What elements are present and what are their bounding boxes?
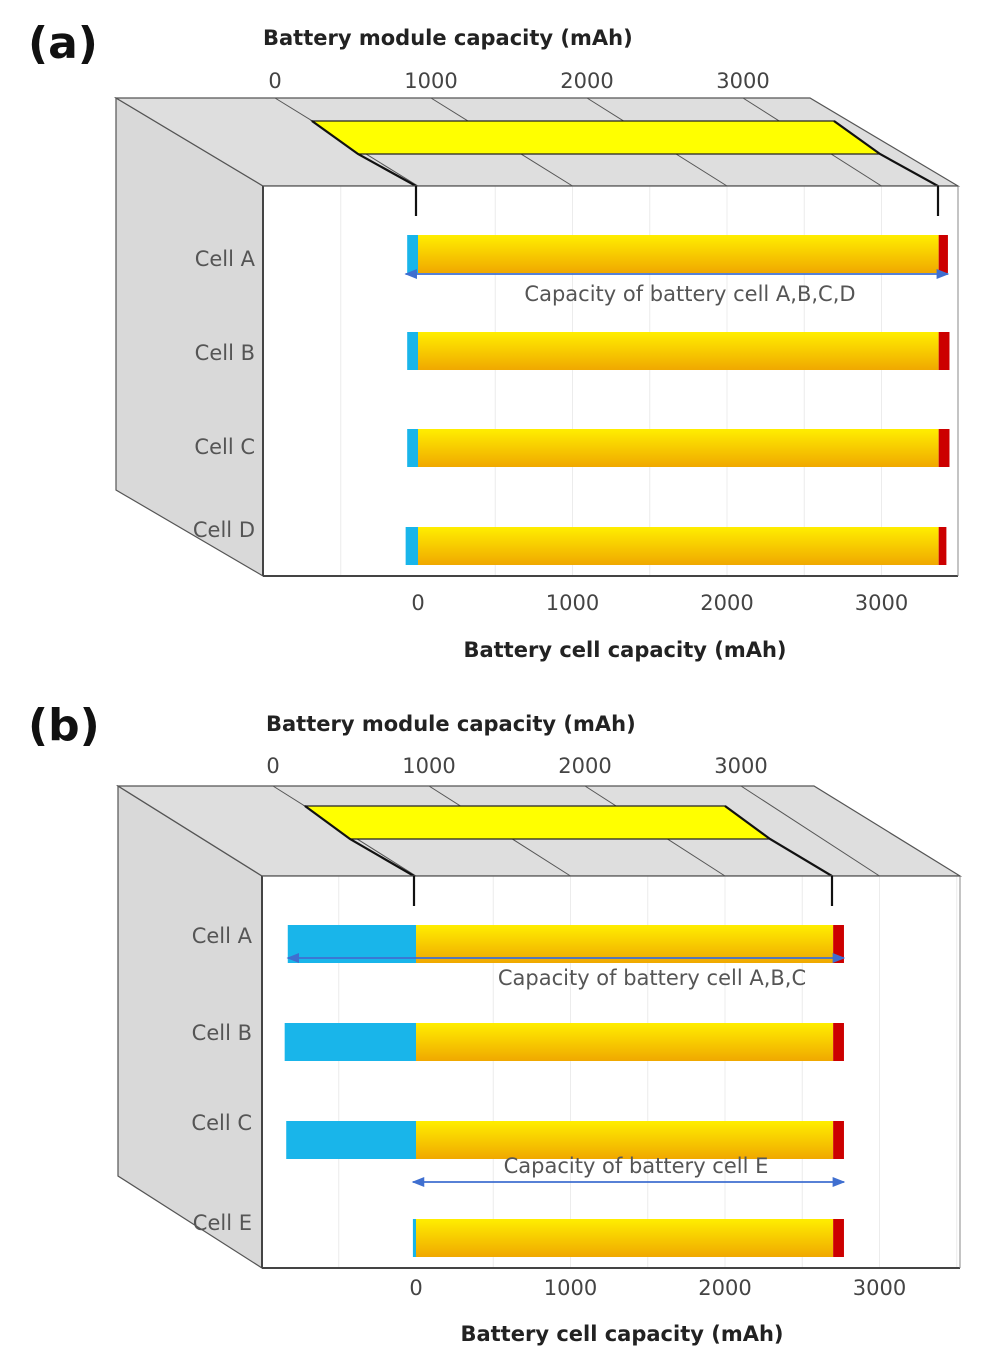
end-bar-segment xyxy=(938,429,950,467)
x-tick-label: 0 xyxy=(411,591,424,615)
usable-capacity-bar xyxy=(416,1219,834,1257)
panel-label: (b) xyxy=(28,700,100,751)
roof-gridline xyxy=(740,785,880,877)
usable-capacity-bar xyxy=(416,1023,834,1061)
capacity-annotation: Capacity of battery cell A,B,C,D xyxy=(524,282,855,306)
top-axis-title: Battery module capacity (mAh) xyxy=(266,712,636,736)
cell-label: Cell A xyxy=(195,247,256,271)
cell-label: Cell B xyxy=(195,341,255,365)
panel-label: (a) xyxy=(28,18,98,69)
x-axis-title: Battery cell capacity (mAh) xyxy=(460,1322,783,1346)
top-tick-label: 2000 xyxy=(558,754,611,778)
offset-bar-segment xyxy=(405,527,418,565)
x-tick-label: 0 xyxy=(409,1276,422,1300)
usable-capacity-bar xyxy=(416,1121,834,1159)
x-tick-label: 3000 xyxy=(853,1276,906,1300)
top-tick-label: 2000 xyxy=(560,69,613,93)
module-capacity-band xyxy=(310,120,882,155)
offset-bar-segment xyxy=(407,332,418,370)
x-axis-title: Battery cell capacity (mAh) xyxy=(463,638,786,662)
usable-capacity-bar xyxy=(418,332,939,370)
end-bar-segment xyxy=(833,1023,844,1061)
module-capacity-band xyxy=(303,805,772,840)
top-tick-label: 3000 xyxy=(714,754,767,778)
cell-label: Cell C xyxy=(191,1111,252,1135)
top-tick-label: 0 xyxy=(268,69,281,93)
top-axis-title: Battery module capacity (mAh) xyxy=(263,26,633,50)
end-bar-segment xyxy=(938,332,950,370)
end-bar-segment xyxy=(833,1121,844,1159)
offset-bar-segment xyxy=(412,1219,416,1257)
offset-bar-segment xyxy=(286,1121,416,1159)
cell-label: Cell D xyxy=(193,518,255,542)
end-bar-segment xyxy=(833,925,844,963)
end-bar-segment xyxy=(938,235,948,273)
x-tick-label: 2000 xyxy=(700,591,753,615)
x-tick-label: 1000 xyxy=(544,1276,597,1300)
cell-label: Cell A xyxy=(192,924,253,948)
cell-label: Cell E xyxy=(193,1211,252,1235)
offset-bar-segment xyxy=(284,1023,416,1061)
cell-label: Cell B xyxy=(192,1021,252,1045)
top-tick-label: 1000 xyxy=(402,754,455,778)
usable-capacity-bar xyxy=(418,235,939,273)
x-tick-label: 2000 xyxy=(698,1276,751,1300)
end-bar-segment xyxy=(938,527,947,565)
capacity-annotation: Capacity of battery cell E xyxy=(504,1154,769,1178)
capacity-annotation: Capacity of battery cell A,B,C xyxy=(498,966,806,990)
usable-capacity-bar xyxy=(418,527,939,565)
end-bar-segment xyxy=(833,1219,844,1257)
top-tick-label: 0 xyxy=(266,754,279,778)
top-tick-label: 3000 xyxy=(716,69,769,93)
offset-bar-segment xyxy=(407,235,418,273)
cell-label: Cell C xyxy=(194,435,255,459)
x-tick-label: 1000 xyxy=(546,591,599,615)
top-tick-label: 1000 xyxy=(404,69,457,93)
offset-bar-segment xyxy=(407,429,418,467)
x-tick-label: 3000 xyxy=(855,591,908,615)
usable-capacity-bar xyxy=(418,429,939,467)
panel-a: (a) Battery module capacity (mAh) 0 1000 200… xyxy=(28,18,961,662)
panel-b: (b) Battery module capacity (mAh) 0 1000 200… xyxy=(28,700,963,1346)
